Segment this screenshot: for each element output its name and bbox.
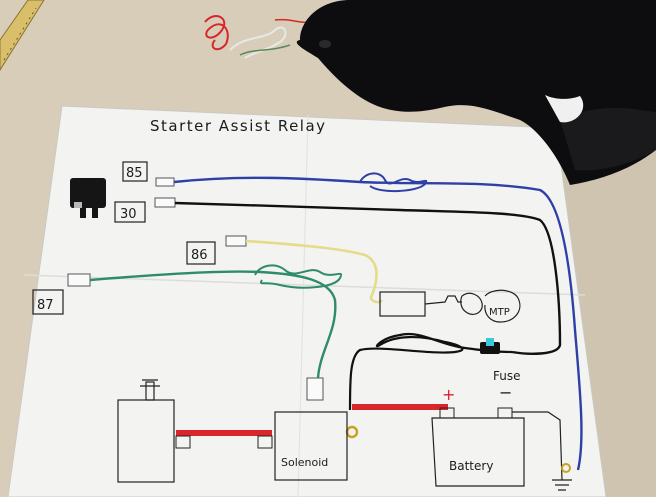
red-strap-battery — [352, 404, 448, 410]
solenoid-label: Solenoid — [281, 456, 328, 469]
green-wire — [89, 270, 337, 379]
blue-wire-coil — [359, 172, 428, 192]
battery-plus: + — [442, 385, 455, 404]
battery-minus: − — [499, 383, 512, 402]
battery-box: Battery + − — [431, 383, 525, 487]
black-cat — [296, 0, 656, 185]
battery-label: Battery — [449, 459, 493, 473]
svg-text:86: 86 — [191, 248, 208, 263]
red-strap-starter — [176, 430, 272, 436]
mtp-switch — [379, 289, 521, 323]
ground-lug — [561, 463, 571, 473]
inline-fuse — [480, 338, 500, 354]
ground-line — [512, 411, 572, 491]
svg-text:87: 87 — [37, 298, 54, 313]
relay-device — [70, 178, 106, 218]
svg-text:30: 30 — [120, 207, 137, 222]
fuse-label: Fuse — [493, 369, 521, 383]
terminal-87: 87 — [32, 289, 64, 315]
yardstick-ticks — [3, 7, 37, 61]
black-wire — [174, 201, 562, 355]
yardstick — [0, 0, 45, 71]
svg-text:85: 85 — [126, 166, 143, 181]
mtp-label: MTP — [489, 307, 510, 318]
solenoid-box: Solenoid — [274, 411, 348, 481]
fuse-wire — [348, 332, 513, 411]
terminal-85: 85 — [122, 161, 148, 182]
starter-motor — [117, 379, 175, 483]
board-title: Starter Assist Relay — [150, 117, 327, 135]
yellow-wire — [245, 239, 384, 304]
blue-wire — [173, 176, 583, 471]
terminal-86: 86 — [186, 241, 216, 265]
green-wire-coil — [254, 264, 343, 289]
strap-terminals — [175, 435, 273, 449]
terminal-30: 30 — [114, 201, 146, 223]
